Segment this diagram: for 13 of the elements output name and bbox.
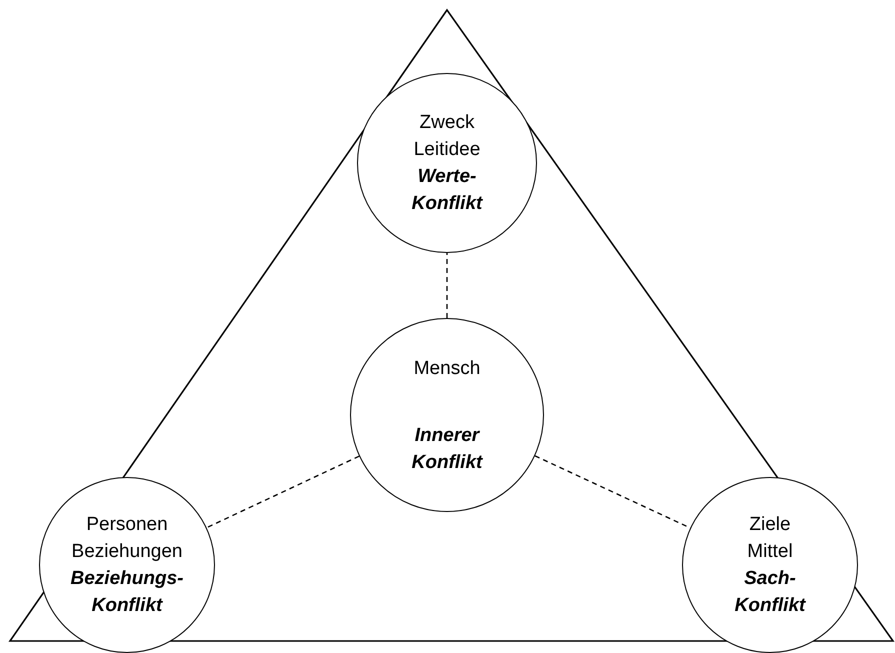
circle-label: Leitidee: [414, 138, 480, 162]
circle-label: Mittel: [747, 540, 793, 564]
conflict-type-label: Werte-Konflikt: [412, 165, 482, 216]
conflict-type-label: Sach-Konflikt: [734, 567, 806, 618]
circle-label: Beziehungen: [72, 540, 182, 564]
circle-label: Zweck: [420, 111, 474, 135]
conflict-type-label: Innerer Konflikt: [412, 424, 482, 474]
circle-label: Personen: [86, 513, 168, 537]
dashed-connector: [446, 253, 448, 318]
circle-label: Mensch: [414, 356, 480, 380]
circle-label: Ziele: [749, 513, 791, 537]
conflict-type-label: Beziehungs-Konflikt: [70, 567, 184, 618]
dashed-connector: [206, 456, 360, 528]
